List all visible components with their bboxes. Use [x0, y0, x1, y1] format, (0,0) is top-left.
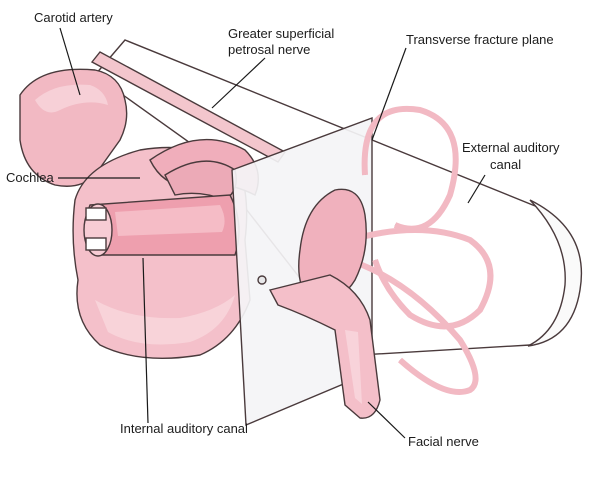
label-transverse-fracture-plane: Transverse fracture plane [406, 32, 554, 47]
label-greater-superficial-line1: Greater superficial [228, 26, 334, 41]
label-cochlea: Cochlea [6, 170, 54, 185]
label-facial-nerve: Facial nerve [408, 434, 479, 449]
label-external-auditory-line2: canal [490, 157, 521, 172]
label-greater-superficial-line2: petrosal nerve [228, 42, 310, 57]
internal-auditory-canal-tube [84, 195, 239, 256]
label-external-auditory-line1: External auditory [462, 140, 560, 155]
label-carotid-artery: Carotid artery [34, 10, 113, 25]
label-internal-auditory-canal: Internal auditory canal [120, 421, 248, 436]
